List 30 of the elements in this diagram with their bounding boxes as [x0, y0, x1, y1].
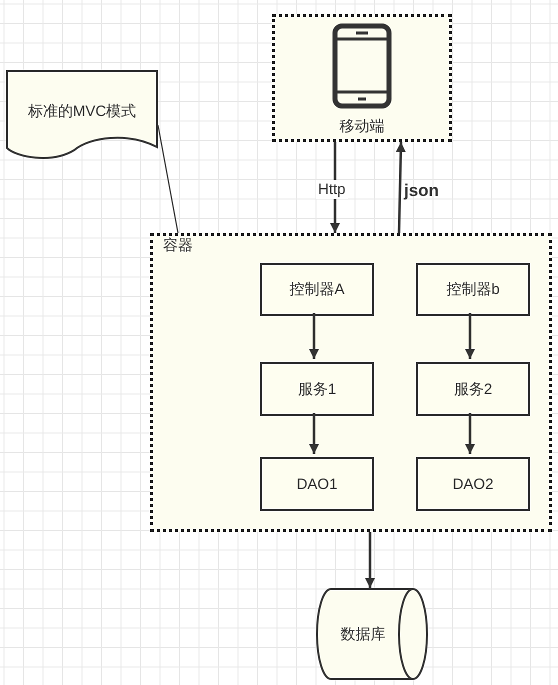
node-label: 服务1 [298, 380, 336, 398]
container-box [150, 233, 552, 532]
note-shape [6, 70, 158, 162]
arrow [396, 142, 406, 234]
edge-label: Http [316, 180, 348, 199]
process-box [260, 362, 374, 416]
process-box [260, 457, 374, 511]
node-label: 控制器A [289, 280, 344, 299]
mobile-box [272, 14, 452, 142]
node-label: 控制器b [446, 280, 500, 299]
node-label: 标准的MVC模式 [28, 102, 136, 121]
process-box [416, 362, 530, 416]
arrow [309, 413, 319, 454]
node-label: 移动端 [340, 117, 384, 136]
edge-label: json [402, 180, 440, 202]
process-box [260, 263, 374, 316]
process-box [416, 263, 530, 316]
database-cylinder [316, 588, 428, 680]
leader-line [157, 125, 179, 234]
node-label: DAO2 [452, 476, 494, 492]
node-label: 数据库 [340, 624, 386, 644]
arrow [330, 142, 340, 233]
process-box [416, 457, 530, 511]
arrow [465, 313, 475, 359]
node-label: 容器 [163, 236, 193, 255]
arrow [465, 413, 475, 454]
node-label: 服务2 [454, 380, 492, 398]
arrow [309, 313, 319, 359]
node-label: DAO1 [296, 476, 338, 492]
arrow [365, 532, 375, 588]
